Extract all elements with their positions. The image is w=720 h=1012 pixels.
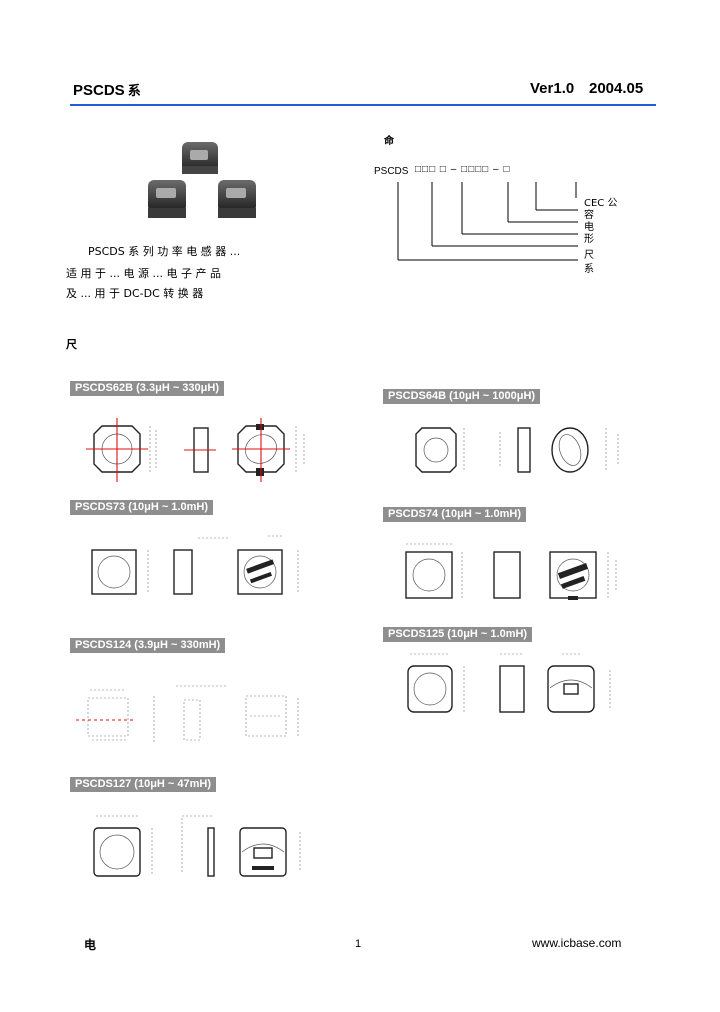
series-band-s64b: PSCDS64B (10μH ~ 1000μH) xyxy=(383,389,541,404)
series-band-s125: PSCDS125 (10μH ~ 1.0mH) xyxy=(383,627,533,642)
intro-line-1: PSCDS 系 列 功 率 电 感 器 ... xyxy=(88,245,241,258)
code-label-6: 系 xyxy=(584,264,594,275)
website-link[interactable]: www.icbase.com xyxy=(532,936,622,950)
intro-line-3: 及 ... 用 于 DC-DC 转 换 器 xyxy=(66,287,204,300)
series-band-s62b: PSCDS62B (3.3μH ~ 330μH) xyxy=(70,381,224,396)
drawing-s74 xyxy=(400,538,640,608)
version-text: Ver1.0 xyxy=(530,80,575,97)
drawing-s127 xyxy=(90,808,330,884)
product-photo xyxy=(140,138,270,235)
code-label-2: 容 xyxy=(584,210,594,221)
code-label-4: 形 xyxy=(584,234,594,245)
series-band-s73: PSCDS73 (10μH ~ 1.0mH) xyxy=(70,500,213,515)
code-label-cec: CEC 公 xyxy=(584,198,618,209)
intro-line-2: 适 用 于 ... 电 源 ... 电 子 产 品 xyxy=(66,267,221,280)
series-band-s74: PSCDS74 (10μH ~ 1.0mH) xyxy=(383,507,526,522)
title-suffix: 系 xyxy=(127,84,141,99)
drawing-s73 xyxy=(88,530,328,600)
drawing-s125 xyxy=(400,648,640,718)
drawing-s124 xyxy=(76,676,326,756)
code-label-5: 尺 xyxy=(584,250,594,261)
series-band-s127: PSCDS127 (10μH ~ 47mH) xyxy=(70,777,217,792)
part-code-diagram xyxy=(396,178,586,273)
section-mark: 尺 xyxy=(66,338,77,351)
page-number: 1 xyxy=(355,938,362,950)
series-band-s124: PSCDS124 (3.9μH ~ 330mH) xyxy=(70,638,226,653)
drawing-s62b xyxy=(84,412,324,492)
part-code-pattern: □□□ □ – □□□□ – □ xyxy=(415,164,511,175)
drawing-s64b xyxy=(410,420,640,480)
header-rule xyxy=(70,104,656,106)
code-label-3: 电 xyxy=(584,222,594,233)
part-code-heading: 命 xyxy=(384,136,394,147)
footer-left-mark: 电 xyxy=(84,938,97,952)
date-text: 2004.05 xyxy=(589,80,644,97)
title-text: PSCDS xyxy=(73,82,125,99)
part-code-prefix: PSCDS xyxy=(374,166,409,177)
